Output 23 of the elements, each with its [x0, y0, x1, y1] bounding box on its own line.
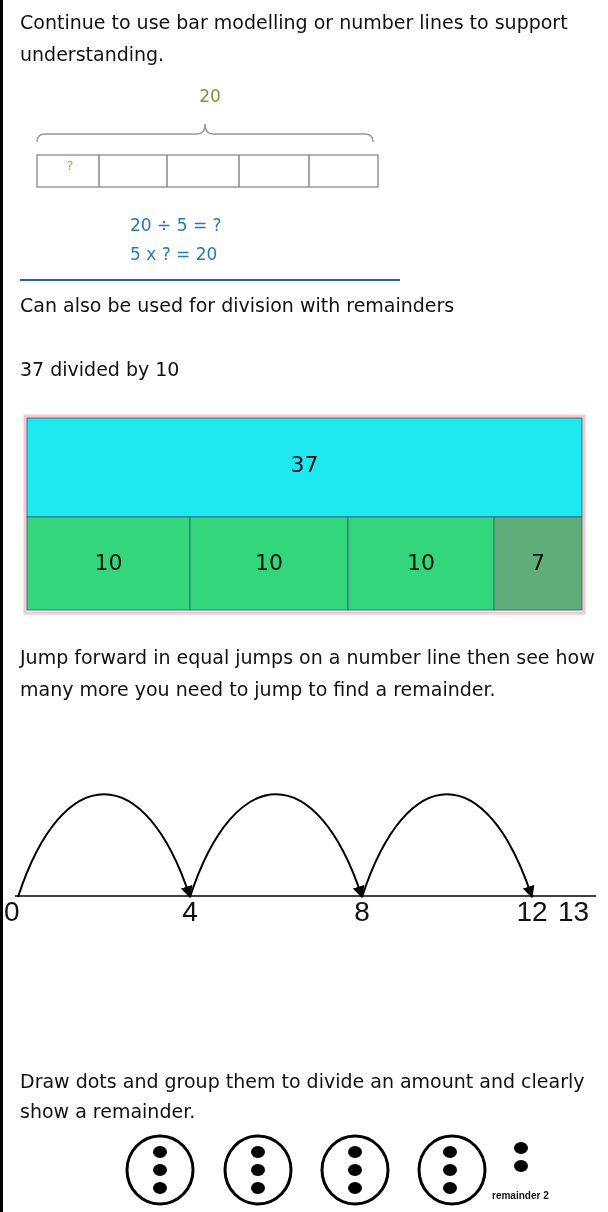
jump-arrow	[361, 793, 534, 899]
instruction-text: Jump forward in equal jumps on a number line then see how many more you need to jump to find a remainder.	[20, 645, 596, 702]
remainder-label: remainder 2	[492, 1190, 550, 1201]
instruction-text: Draw dots and group them to divide an amount and clearly show a remainder.	[20, 1069, 586, 1124]
instruction-text: Continue to use bar modelling or number lines to support understanding.	[20, 10, 569, 67]
part-label: 7	[530, 550, 546, 575]
jump-arrow	[17, 793, 192, 899]
tick-label: 12	[516, 897, 548, 927]
part-label: 10	[406, 550, 436, 575]
equation-text: 5 x ? = 20	[130, 244, 219, 264]
whole-label: 37	[289, 452, 320, 477]
tick-label: 13	[558, 896, 591, 928]
tick-label: 4	[182, 897, 198, 927]
tick-label: 8	[354, 897, 370, 927]
tick-label: 0	[4, 897, 20, 927]
jump-arrow	[189, 793, 364, 899]
part-label: 10	[254, 550, 284, 575]
unknown-label: ?	[65, 158, 75, 173]
part-label: 10	[93, 550, 124, 575]
instruction-text: 37 divided by 10	[20, 357, 181, 382]
total-label: 20	[198, 86, 222, 106]
instruction-text: Can also be used for division with remainders	[20, 293, 456, 318]
equation-text: 20 ÷ 5 = ?	[130, 215, 223, 235]
